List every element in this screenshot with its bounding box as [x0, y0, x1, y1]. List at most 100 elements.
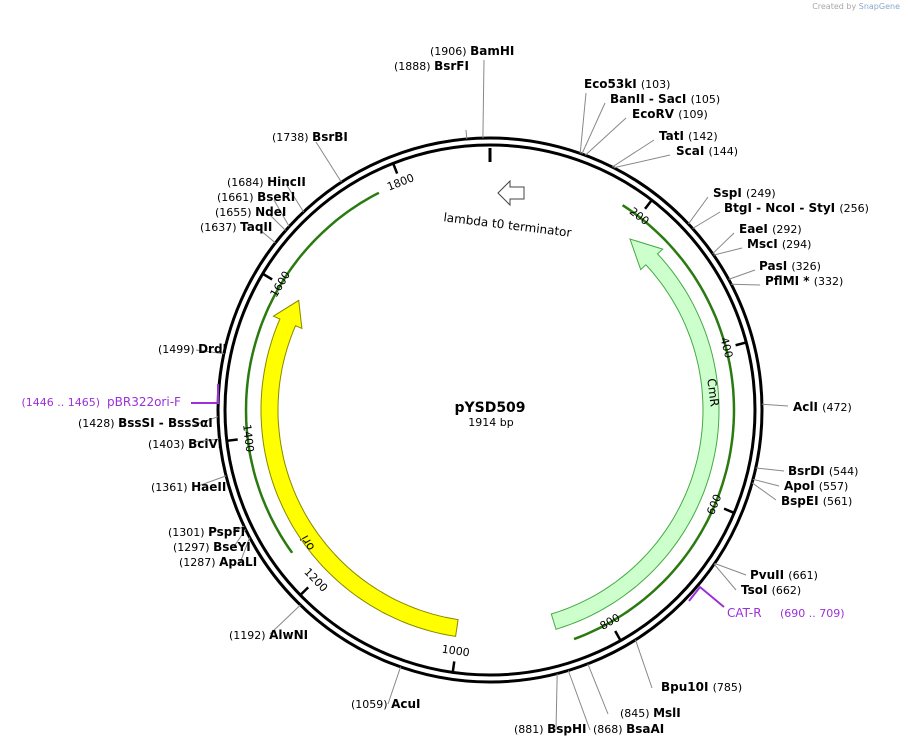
enzyme-leader-line	[728, 269, 756, 280]
tick-mark	[226, 438, 238, 443]
enzyme-site-label[interactable]: (1906) BamHI	[430, 44, 514, 58]
enzyme-site-label[interactable]: (1655) NdeI	[215, 205, 286, 219]
enzyme-site-label[interactable]: SspI (249)	[713, 186, 776, 200]
enzyme-position: (103)	[641, 78, 671, 91]
enzyme-leader-line	[613, 154, 671, 169]
enzyme-site-label[interactable]: (1661) BseRI	[217, 190, 295, 204]
enzyme-site-label[interactable]: EcoRV (109)	[632, 107, 708, 121]
enzyme-name: BsaAI	[626, 722, 664, 736]
enzyme-leader-line	[387, 666, 402, 705]
enzyme-name: AlwNI	[269, 628, 308, 642]
enzyme-site-label[interactable]: (1637) TaqII	[200, 220, 272, 234]
enzyme-site-label[interactable]: (1888) BsrFI	[394, 59, 469, 73]
tick-mark	[723, 507, 735, 515]
ori-label: ori	[298, 533, 318, 554]
enzyme-name: ApoI	[784, 479, 819, 493]
enzyme-site-label[interactable]: (1287) ApaLI	[179, 555, 257, 569]
enzyme-site-label[interactable]: ScaI (144)	[676, 144, 738, 158]
enzyme-site-label[interactable]: (1361) HaeII	[151, 480, 226, 494]
tick-mark	[299, 586, 310, 596]
enzyme-position: (1428)	[78, 417, 118, 430]
enzyme-name: DrdI	[198, 342, 227, 356]
enzyme-labels: (1906) BamHI(1888) BsrFI (1738) BsrBI (168…	[78, 44, 869, 736]
enzyme-position: (109)	[678, 108, 708, 121]
tick-label: 800	[598, 611, 623, 633]
enzyme-name: EcoRV	[632, 107, 678, 121]
primer-range: (1446 .. 1465)	[21, 396, 100, 409]
enzyme-site-label[interactable]: (1738) BsrBI	[272, 130, 348, 144]
cmr-label: CmR	[704, 378, 721, 408]
enzyme-position: (1637)	[200, 221, 240, 234]
cmr-orf-arc	[573, 204, 736, 641]
features	[244, 179, 736, 641]
enzyme-name: HincII	[267, 175, 306, 189]
enzyme-site-label[interactable]: (881) BspHI	[514, 722, 586, 736]
enzyme-leader-line	[692, 211, 721, 229]
enzyme-site-label[interactable]: BtgI - NcoI - StyI (256)	[724, 201, 869, 215]
enzyme-leader-line	[555, 673, 558, 731]
enzyme-name: TaqII	[240, 220, 272, 234]
enzyme-position: (868)	[593, 723, 626, 736]
enzyme-site-label[interactable]: Bpu10I (785)	[661, 680, 742, 694]
enzyme-site-label[interactable]: TsoI (662)	[741, 583, 801, 597]
enzyme-name: PvuII	[750, 568, 788, 582]
enzyme-leader-line	[193, 438, 220, 443]
enzyme-site-label[interactable]: PflMI * (332)	[765, 274, 843, 288]
enzyme-leader-line	[269, 214, 286, 231]
enzyme-site-label[interactable]: (845) MslI	[620, 706, 681, 720]
snapgene-brand: SnapGene	[858, 2, 900, 11]
enzyme-name: AcuI	[391, 697, 420, 711]
enzyme-position: (1287)	[179, 556, 219, 569]
enzyme-leader-line	[713, 247, 743, 256]
primer-range: (690 .. 709)	[780, 607, 845, 620]
enzyme-leader-line	[195, 349, 224, 355]
enzyme-site-label[interactable]: BanII - SacI (105)	[610, 92, 720, 106]
enzyme-site-label[interactable]: (1403) BciVI	[148, 437, 222, 451]
terminator-arrow	[497, 179, 525, 207]
enzyme-leader-line	[751, 482, 777, 501]
enzyme-site-label[interactable]: EaeI (292)	[739, 222, 802, 236]
enzyme-site-label[interactable]: (1428) BssSI - BssSαI	[78, 416, 213, 430]
enzyme-position: (1499)	[158, 343, 198, 356]
enzyme-position: (661)	[788, 569, 818, 582]
enzyme-site-label[interactable]: (868) BsaAI	[593, 722, 664, 736]
enzyme-site-label[interactable]: BspEI (561)	[781, 494, 852, 508]
enzyme-leader-line	[197, 475, 227, 487]
enzyme-name: SspI	[713, 186, 746, 200]
enzyme-site-label[interactable]: MscI (294)	[747, 237, 811, 251]
enzyme-site-label[interactable]: (1059) AcuI	[351, 697, 421, 711]
enzyme-site-label[interactable]: ApoI (557)	[784, 479, 848, 493]
enzyme-site-label[interactable]: (1684) HincII	[227, 175, 306, 189]
enzyme-site-label[interactable]: BsrDI (544)	[788, 464, 858, 478]
enzyme-leader-line	[232, 525, 245, 533]
enzyme-leader-line	[259, 229, 276, 244]
enzyme-name: Bpu10I	[661, 680, 713, 694]
enzyme-site-label[interactable]: PasI (326)	[759, 259, 821, 273]
enzyme-name: BciVI	[188, 437, 222, 451]
enzyme-position: (785)	[713, 681, 743, 694]
enzyme-position: (292)	[772, 223, 802, 236]
enzyme-site-label[interactable]: Eco53kI (103)	[584, 77, 670, 91]
enzyme-position: (557)	[819, 480, 849, 493]
enzyme-position: (142)	[688, 130, 718, 143]
enzyme-leader-line	[465, 129, 468, 140]
enzyme-site-label[interactable]: (1192) AlwNI	[229, 628, 308, 642]
primer-name: CAT-R	[727, 606, 762, 620]
enzyme-site-label[interactable]: (1301) PspFI	[168, 525, 245, 539]
enzyme-site-label[interactable]: PvuII (661)	[750, 568, 818, 582]
enzyme-position: (561)	[823, 495, 853, 508]
tick-mark	[735, 341, 747, 347]
enzyme-leader-line	[567, 670, 591, 731]
enzyme-site-label[interactable]: AclI (472)	[793, 400, 852, 414]
enzyme-name: BtgI - NcoI - StyI	[724, 201, 839, 215]
enzyme-leader-line	[612, 139, 655, 168]
enzyme-site-label[interactable]: TatI (142)	[659, 129, 718, 143]
enzyme-name: BsrFI	[434, 59, 469, 73]
enzyme-site-label[interactable]: (1297) BseYI	[173, 540, 251, 554]
enzyme-name: BsrDI	[788, 464, 829, 478]
enzyme-leader-line	[285, 183, 305, 213]
enzyme-name: AclI	[793, 400, 822, 414]
enzyme-site-label[interactable]: (1499) DrdI	[158, 342, 227, 356]
plasmid-length: 1914 bp	[468, 416, 513, 429]
